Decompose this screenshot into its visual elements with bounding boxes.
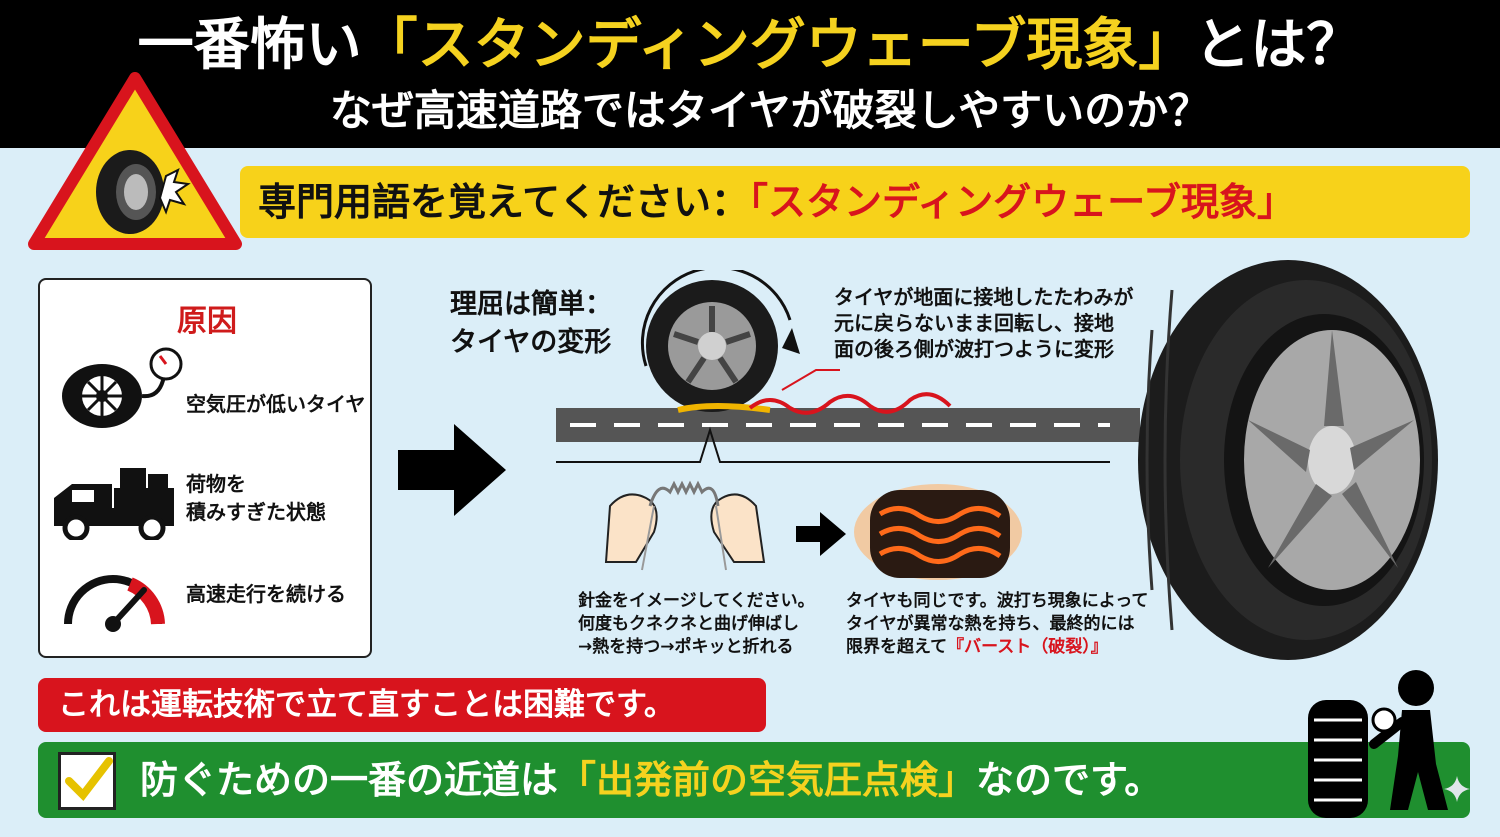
heat-line3: 限界を超えて『バースト（破裂）』: [846, 636, 1148, 659]
mechanism-title: 理屈は簡単： タイヤの変形: [450, 286, 612, 362]
mechanism-description: タイヤが地面に接地したたわみが 元に戻らないまま回転し、接地 面の後ろ側が波打つ…: [834, 284, 1133, 362]
solution-banner: 防ぐための一番の近道は「出発前の空気圧点検」なのです。: [38, 742, 1470, 818]
causes-title: 原因: [177, 304, 237, 339]
heat-line3-text: 限界を超えて: [846, 637, 948, 657]
mechanism-desc-line1: タイヤが地面に接地したたわみが: [834, 285, 1134, 309]
overloaded-truck-icon: [54, 468, 174, 540]
small-arrow-icon: [796, 512, 846, 556]
term-text: 専門用語を覚えてください：「スタンディングウェーブ現象」: [258, 166, 1295, 238]
mechanism-title-line1: 理屈は簡単：: [450, 289, 612, 320]
term-highlight: 「スタンディングウェーブ現象」: [748, 180, 1296, 224]
solution-prefix: 防ぐための一番の近道は: [140, 758, 559, 802]
difficulty-warning-text: これは運転技術で立て直すことは困難です。: [58, 687, 675, 723]
standing-wave-line: [748, 392, 952, 415]
wire-explanation: 針金をイメージしてください。 何度もクネクネと曲げ伸ばし →熱を持つ→ポキッと折…: [578, 590, 815, 659]
warning-triangle-icon: [28, 72, 242, 250]
cause-high-speed: 高速走行を続ける: [186, 582, 346, 606]
page-title: 一番怖い「スタンディングウェーブ現象」とは？: [0, 10, 1500, 82]
solution-text: 防ぐための一番の近道は「出発前の空気圧点検」なのです。: [140, 742, 1162, 818]
deformation-diagram: [556, 270, 1140, 580]
mechanic-checking-tire-icon: [1308, 670, 1448, 818]
wire-line1: 針金をイメージしてください。: [578, 591, 815, 611]
checkbox-check-icon: [58, 752, 116, 810]
solution-suffix: なのです。: [976, 758, 1163, 802]
mechanism-desc-line3: 面の後ろ側が波打つように変形: [834, 337, 1114, 361]
burst-label: 『バースト（破裂）』: [947, 637, 1108, 657]
heat-explanation: タイヤも同じです。波打ち現象によって タイヤが異常な熱を持ち、最終的には 限界を…: [846, 590, 1148, 659]
flat-tire-gauge-icon: [62, 347, 183, 428]
large-tire-icon: [1138, 260, 1438, 660]
header: 一番怖い「スタンディングウェーブ現象」とは？ なぜ高速道路ではタイヤが破裂しやす…: [0, 0, 1500, 148]
rotating-tire-icon: [640, 270, 800, 413]
cause-low-pressure: 空気圧が低いタイヤ: [186, 392, 366, 416]
causes-panel: 原因 空気圧が低いタイヤ 荷物を 積みすぎた状態 高速走行を続ける: [38, 278, 372, 658]
heat-line1: タイヤも同じです。波打ち現象によって: [846, 591, 1149, 611]
term-banner: 専門用語を覚えてください：「スタンディングウェーブ現象」: [240, 166, 1470, 238]
sparkle-icon: [1444, 776, 1470, 802]
mechanism-title-line2: タイヤの変形: [450, 327, 612, 358]
cause-overload-line2: 積みすぎた状態: [186, 500, 326, 524]
cause-overload-line1: 荷物を: [186, 472, 246, 496]
burst-tire-icon: [96, 150, 191, 234]
term-label: 専門用語を覚えてください：: [258, 180, 749, 224]
title-suffix: とは？: [1194, 13, 1363, 78]
wire-line3: →熱を持つ→ポキッと折れる: [578, 637, 794, 657]
mechanism-desc-line2: 元に戻らないまま回転し、接地: [834, 311, 1114, 335]
arrow-right-icon: [398, 424, 506, 516]
heat-line2: タイヤが異常な熱を持ち、最終的には: [846, 614, 1135, 634]
wire-line2: 何度もクネクネと曲げ伸ばし: [578, 614, 799, 634]
speedometer-icon: [64, 575, 165, 632]
page-subtitle: なぜ高速道路ではタイヤが破裂しやすいのか？: [329, 86, 1211, 135]
bending-wire-hands-icon: [604, 480, 766, 571]
difficulty-warning-banner: これは運転技術で立て直すことは困難です。: [38, 678, 766, 732]
heated-tire-icon: [854, 484, 1022, 580]
title-prefix: 一番怖い: [137, 13, 362, 78]
title-highlight: 「スタンディングウェーブ現象」: [361, 13, 1195, 78]
road-illustration: [556, 408, 1140, 463]
cause-overload: 荷物を 積みすぎた状態: [186, 470, 326, 526]
solution-highlight: 「出発前の空気圧点検」: [558, 758, 977, 802]
